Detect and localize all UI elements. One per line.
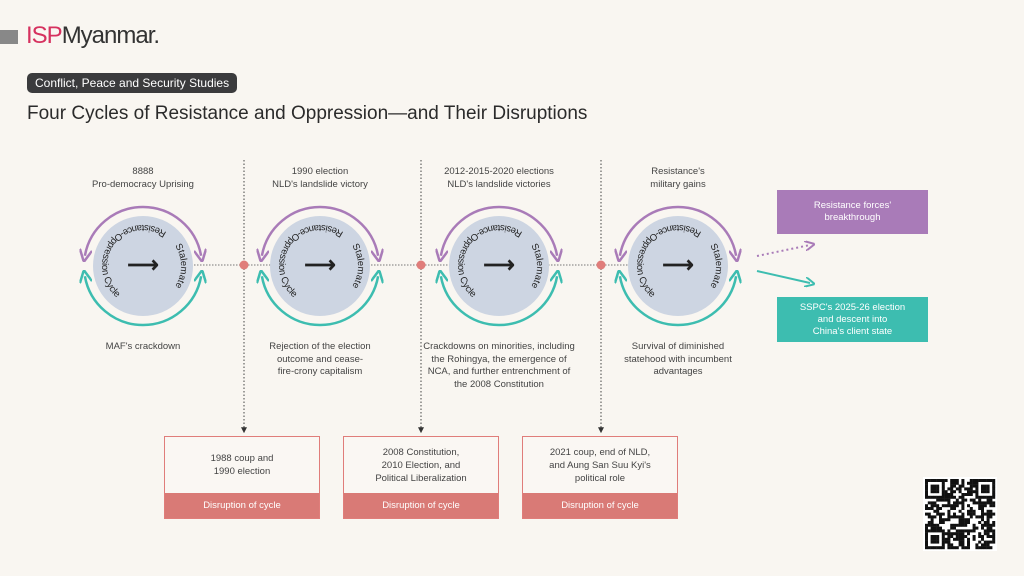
- cycle-response-label: MAF's crackdown: [105, 341, 181, 352]
- stalemate-label: Stalemate: [349, 242, 366, 291]
- oppression-arc-arrow: [441, 276, 557, 327]
- arrow-right-icon: ⟶: [304, 252, 336, 277]
- oppression-arc-arrow: [262, 276, 378, 327]
- disruption-box-3: 2021 coup, end of NLD,and Aung San Suu K…: [522, 436, 678, 519]
- resistance-arc-arrow: [85, 205, 201, 256]
- resistance-arc-arrow: [262, 205, 378, 256]
- breakthrough-arrow: [756, 245, 810, 257]
- oppression-arc-arrow: [85, 276, 201, 327]
- stalemate-label: Stalemate: [528, 242, 545, 291]
- category-tag: Conflict, Peace and Security Studies: [27, 73, 238, 93]
- arrow-right-icon: ⟶: [483, 252, 515, 277]
- page-title: Four Cycles of Resistance and Oppression…: [27, 103, 588, 124]
- arrow-right-icon: ⟶: [662, 252, 694, 277]
- stalemate-label: Stalemate: [172, 242, 189, 291]
- logo: ISPMyanmar.: [26, 22, 160, 49]
- disruption-point: [239, 260, 249, 270]
- qr-code[interactable]: [923, 477, 997, 551]
- resistance-arc-arrow: [441, 205, 557, 256]
- arrow-right-icon: ⟶: [127, 252, 159, 277]
- logo-mark: [0, 30, 18, 44]
- stalemate-label: Stalemate: [707, 242, 724, 291]
- oppression-arc-arrow: [620, 276, 736, 327]
- disruption-point: [416, 260, 426, 270]
- disruption-point: [596, 260, 606, 270]
- resistance-arc-arrow: [620, 205, 736, 256]
- sspc-arrow: [756, 270, 810, 283]
- outcome-breakthrough: Resistance forces'breakthrough: [777, 190, 928, 234]
